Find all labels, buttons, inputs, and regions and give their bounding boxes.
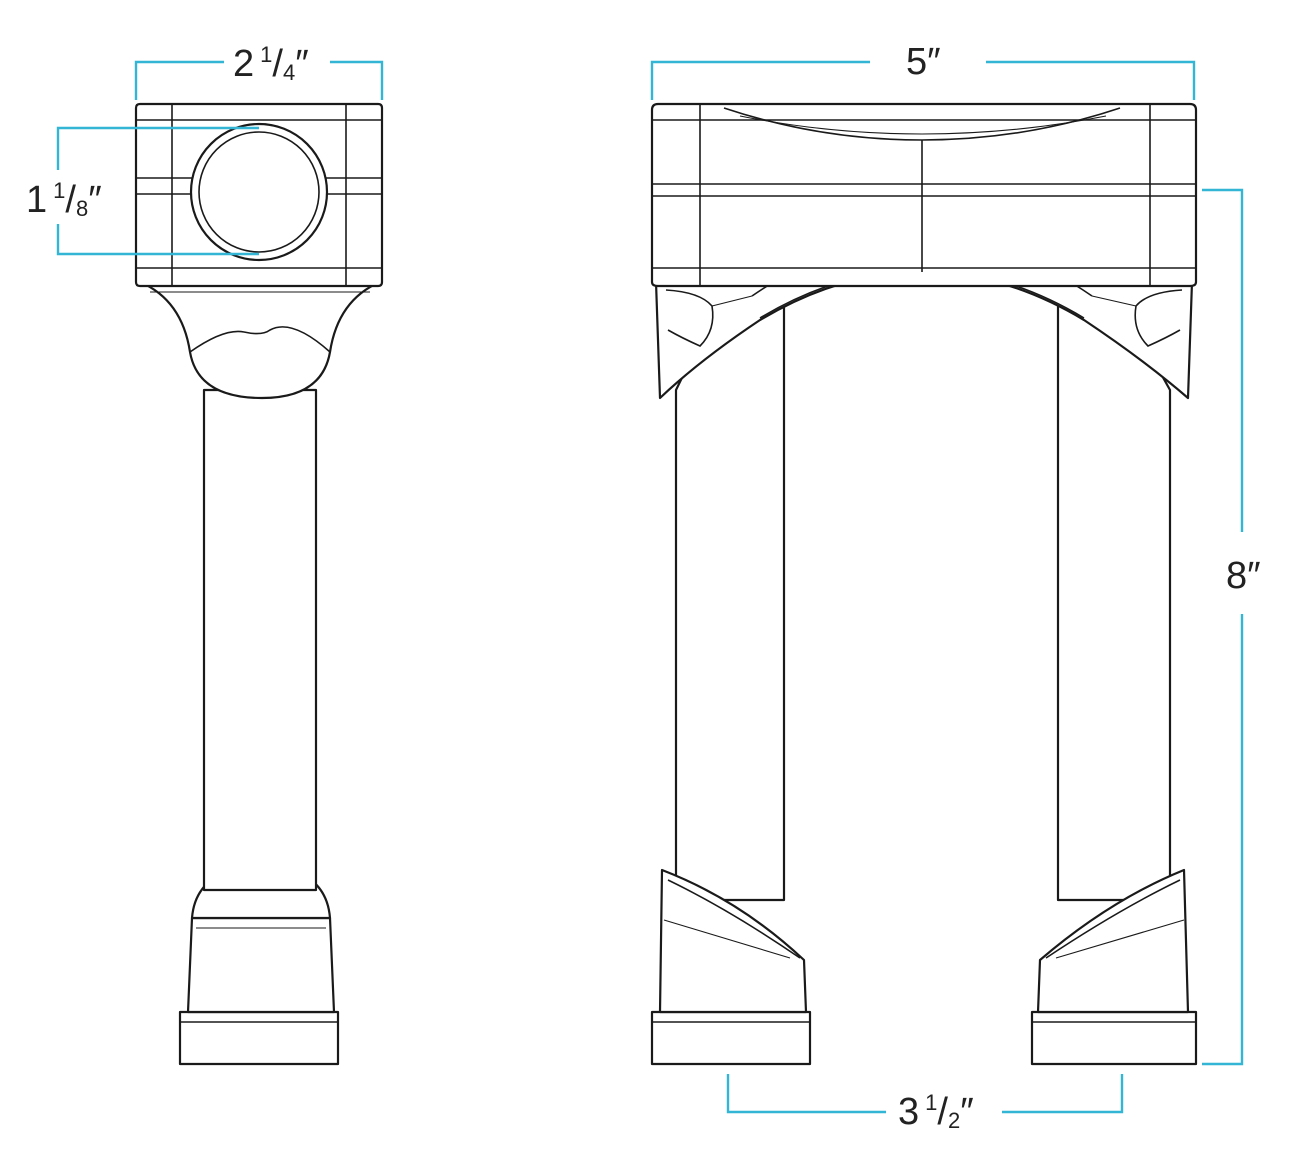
label-overall-width: 5″: [906, 41, 941, 83]
front-right-web: [1091, 295, 1137, 307]
dim-height-line: [1202, 188, 1244, 1066]
dim-base-spacing-line: [726, 1074, 1124, 1114]
bar-hole-outer: [189, 122, 329, 262]
front-left-knuckle: [665, 289, 714, 347]
side-view: [134, 102, 384, 1066]
front-right-base-seam: [1055, 919, 1185, 959]
front-left-base-seam: [663, 919, 791, 959]
side-collar-wave: [189, 326, 331, 353]
dim-side-width-line: [134, 60, 384, 100]
front-right-base-curve: [1045, 879, 1181, 959]
front-left-base-lower: [650, 1010, 812, 1066]
side-base-upper: [186, 916, 336, 1014]
front-clamp-block: [650, 102, 1198, 288]
dim-bar-diameter-line: [56, 126, 259, 256]
dim-overall-width-line: [650, 60, 1196, 100]
side-shaft: [202, 388, 318, 892]
front-left-web: [711, 295, 753, 307]
side-top-collar: [138, 280, 382, 400]
label-height: 8″: [1226, 555, 1261, 597]
front-left-base-curve: [667, 879, 801, 959]
front-left-shaft: [674, 298, 786, 902]
front-right-shaft: [1056, 298, 1172, 902]
side-base-lower: [178, 1010, 340, 1066]
bar-hole-inner: [198, 131, 320, 253]
front-view: [650, 102, 1198, 1066]
front-clamp-saddle-inner: [739, 115, 1107, 135]
dimension-lines: [56, 60, 1244, 1114]
front-right-base-lower: [1030, 1010, 1198, 1066]
front-right-knuckle: [1134, 289, 1183, 347]
